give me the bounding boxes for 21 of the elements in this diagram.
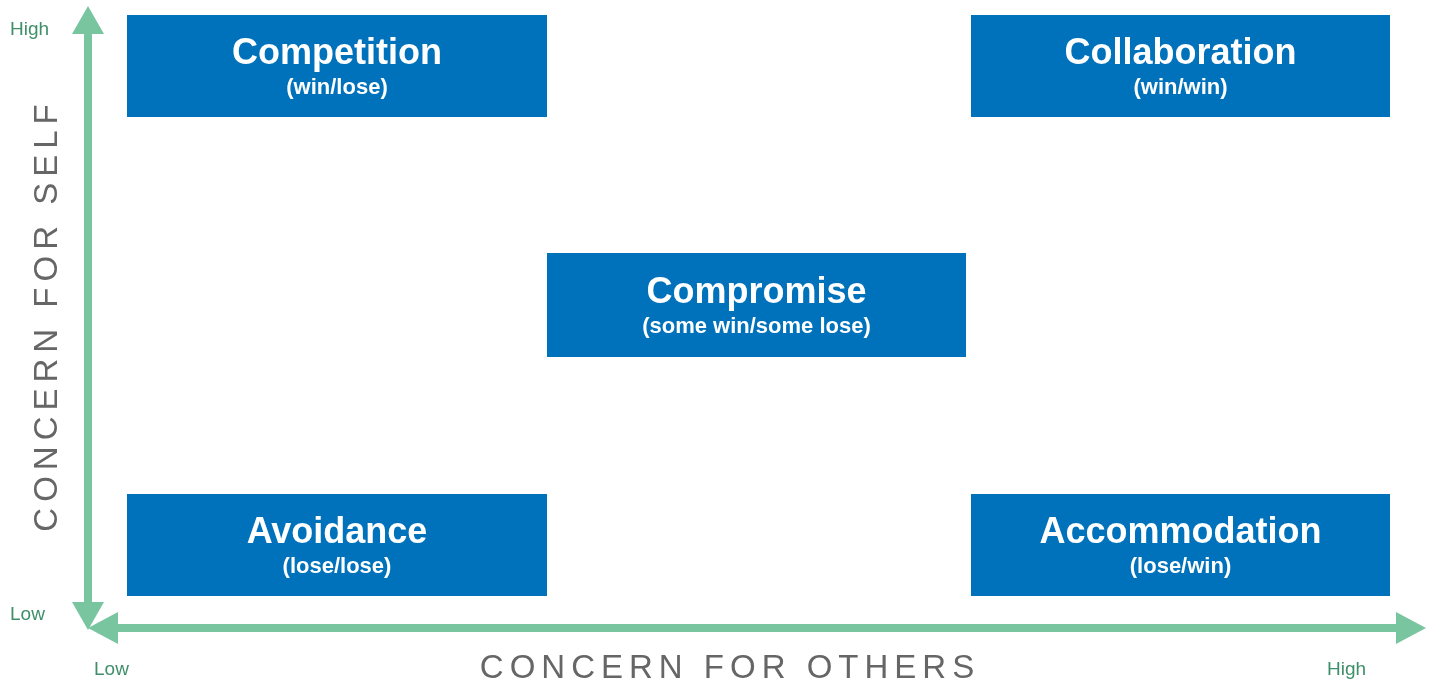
style-box [971,494,1390,596]
style-title: Compromise [646,270,867,312]
style-box [547,253,966,357]
axis-high-label: High [1327,658,1367,680]
outcome-text: (lose/lose) [282,552,392,580]
axis-high-label: High [10,18,50,40]
axis-title: CONCERN FOR SELF [27,98,65,532]
outcome-text: (win/lose) [286,73,388,101]
style-title: Avoidance [246,510,428,552]
style-box [971,15,1390,117]
outcome-text: (lose/win) [1129,552,1232,580]
outcome-text: (some win/some lose) [642,312,871,340]
axis-low-label: Low [10,603,45,625]
style-title: Competition [232,31,442,73]
style-title: Accommodation [1039,510,1322,552]
axis-title: CONCERN FOR OTHERS [479,648,981,685]
axis-low-label: Low [94,658,129,680]
style-box [127,15,547,117]
outcome-text: (win/win) [1133,73,1228,101]
style-box [127,494,547,596]
style-title: Collaboration [1064,31,1297,73]
